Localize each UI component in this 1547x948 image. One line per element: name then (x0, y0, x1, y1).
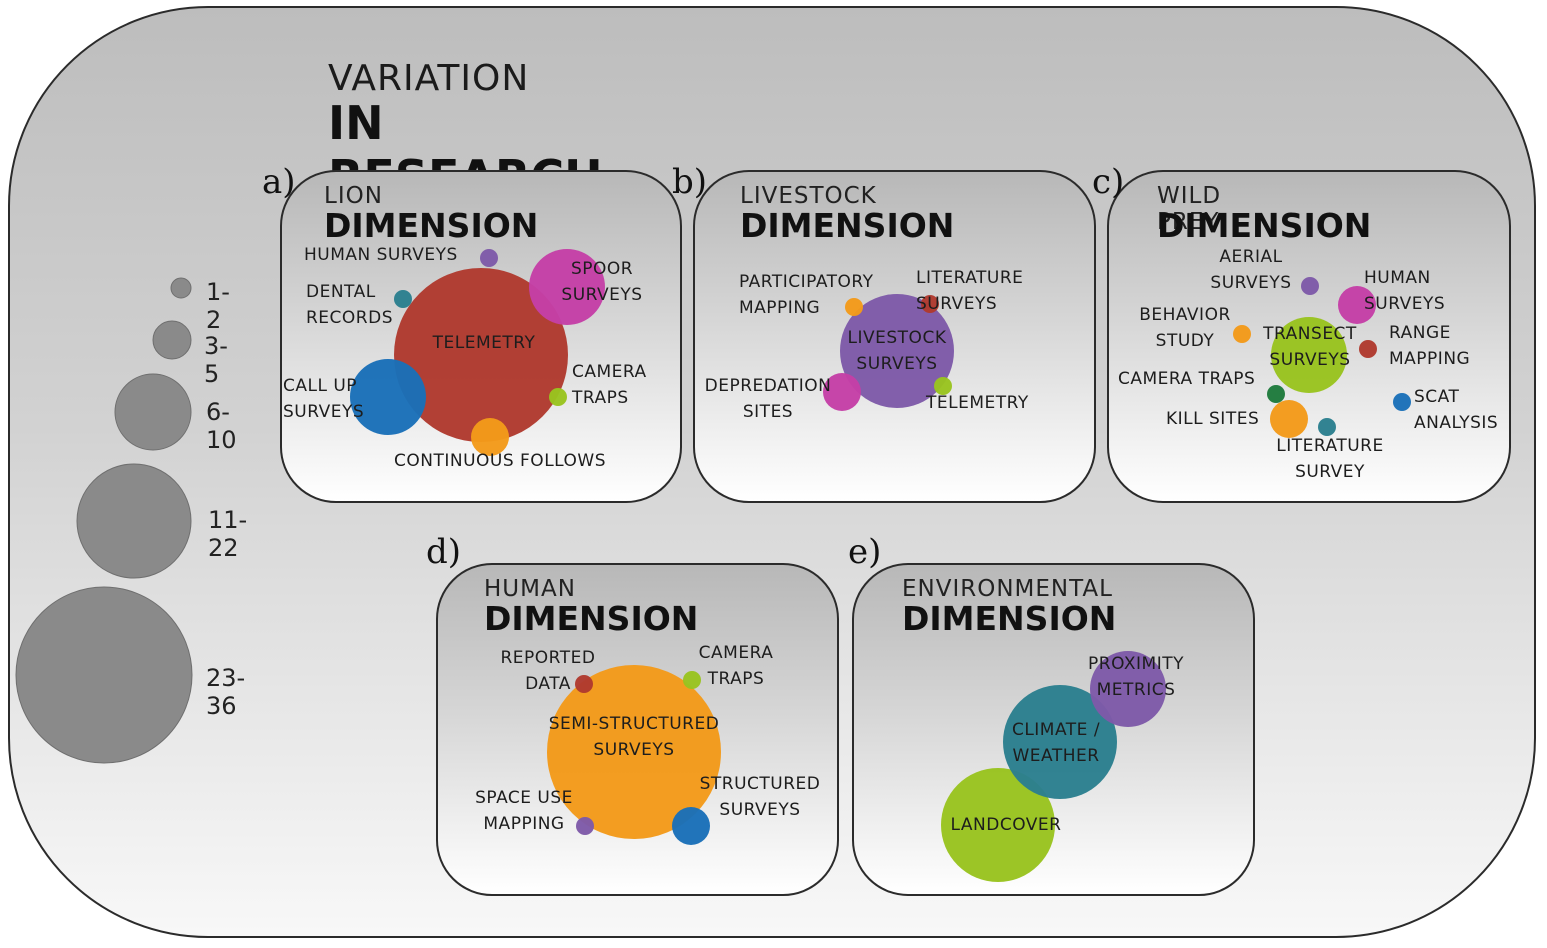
panel-subtitle-b: LIVESTOCK (740, 183, 877, 209)
legend-label-3: 6-10 (206, 398, 237, 454)
panel-title-e: DIMENSION (902, 599, 1117, 638)
technique-bubble (1301, 277, 1319, 295)
legend-label-4: 11-22 (208, 506, 248, 562)
technique-label: LANDCOVER (951, 815, 1062, 835)
technique-bubble (840, 294, 954, 408)
technique-bubble (350, 359, 426, 435)
technique-bubble (1090, 651, 1166, 727)
technique-bubble (394, 268, 568, 442)
legend-bubble-3 (114, 373, 192, 451)
technique-label: TELEMETRY (432, 333, 536, 353)
technique-bubble (471, 418, 509, 456)
panel-subtitle-a: LION (324, 183, 383, 209)
technique-bubble (934, 377, 952, 395)
technique-bubble (575, 675, 593, 693)
technique-bubble (1003, 685, 1117, 799)
legend-label-1: 1-2 (206, 278, 230, 334)
technique-bubble (1338, 286, 1376, 324)
panel-subtitle-c: WILD PREY (1157, 183, 1222, 235)
technique-bubble (576, 817, 594, 835)
technique-bubble (1318, 418, 1336, 436)
panel-subtitle-e: ENVIRONMENTAL (902, 576, 1113, 602)
technique-label: CAMERA TRAPS (1118, 369, 1255, 389)
legend-label-5: 23-36 (206, 664, 246, 720)
panel-title-c: DIMENSION (1157, 206, 1372, 245)
technique-label: CLIMATE /WEATHER (1012, 720, 1100, 766)
legend-bubble-4 (76, 463, 192, 579)
panel-letter-d: d) (426, 532, 462, 572)
panel-title-b: DIMENSION (740, 206, 955, 245)
technique-label: HUMAN SURVEYS (304, 245, 458, 265)
technique-bubble (1271, 317, 1347, 393)
technique-bubble (683, 671, 701, 689)
panel-title-a: DIMENSION (324, 206, 539, 245)
panel-subtitle-d: HUMAN (484, 576, 576, 602)
technique-bubble (1270, 400, 1308, 438)
technique-bubble (823, 373, 861, 411)
technique-label: TELEMETRY (925, 393, 1029, 413)
technique-bubble (672, 807, 710, 845)
figure-title-line1: VARIATION (328, 58, 530, 99)
panel-letter-a: a) (262, 162, 296, 202)
technique-bubble (529, 249, 605, 325)
panel-title-d: DIMENSION (484, 599, 699, 638)
panel-letter-b: b) (672, 162, 708, 202)
technique-label: CONTINUOUS FOLLOWS (394, 451, 606, 471)
technique-bubble (1359, 340, 1377, 358)
technique-bubble (1233, 325, 1251, 343)
technique-bubble (845, 298, 863, 316)
legend-bubble-5 (15, 586, 193, 764)
legend-label-2: 3-5 (204, 332, 228, 388)
technique-bubble (480, 249, 498, 267)
legend-bubble-2 (152, 320, 192, 360)
technique-bubble (547, 665, 721, 839)
technique-label: KILL SITES (1166, 409, 1259, 429)
technique-bubble (549, 388, 567, 406)
panel-letter-c: c) (1092, 162, 1125, 202)
technique-bubble (1393, 393, 1411, 411)
technique-bubble (394, 290, 412, 308)
technique-bubble (941, 768, 1055, 882)
panel-letter-e: e) (848, 532, 882, 572)
technique-bubble (921, 295, 939, 313)
technique-bubble (1267, 385, 1285, 403)
legend-bubble-1 (170, 277, 192, 299)
